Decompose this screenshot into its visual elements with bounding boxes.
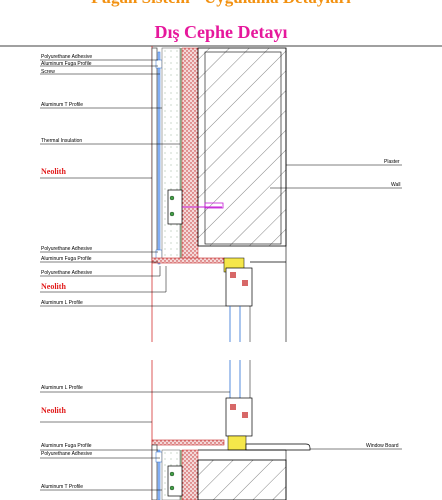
window-frame-bottom	[225, 397, 253, 437]
label-aluminum-fuga-profile: Aluminum Fuga Profile	[41, 443, 92, 449]
window-frame	[225, 267, 253, 307]
page-subtitle: Dış Cephe Detayı	[154, 22, 288, 42]
concrete-wall	[197, 47, 287, 247]
bracket	[167, 189, 183, 225]
aluminum-t-profile	[157, 51, 161, 265]
label-aluminum-l-profile: Aluminum L Profile	[41, 385, 83, 391]
label-neolith: Neolith	[41, 282, 66, 291]
neolith-soffit	[151, 257, 225, 264]
label-neolith: Neolith	[41, 406, 66, 415]
label-thermal-insulation: Thermal Insulation	[41, 138, 83, 144]
label-aluminum-l-profile: Aluminum L Profile	[41, 300, 83, 306]
leader-lines-right	[270, 164, 402, 189]
window-board	[245, 443, 311, 451]
label-plaster: Plaster	[384, 159, 400, 165]
label-aluminum-fuga-profile: Aluminum Fuga Profile	[41, 61, 92, 67]
label-neolith: Neolith	[41, 167, 66, 176]
label-wall: Wall	[391, 182, 401, 188]
label-window-board: Window Board	[366, 443, 399, 449]
neolith-sill	[151, 439, 225, 446]
masonry-layer	[181, 47, 199, 263]
label-pu-adhesive: Polyurethane Adhesive	[41, 270, 93, 276]
label-pu-adhesive: Polyurethane Adhesive	[41, 54, 93, 60]
leader-lines-bottom	[40, 391, 402, 491]
label-pu-adhesive: Polyurethane Adhesive	[41, 451, 93, 457]
aluminum-fuga-profile	[155, 59, 163, 69]
thermal-insulation	[161, 47, 181, 263]
label-aluminum-t-profile: Aluminum T Profile	[41, 484, 84, 490]
neolith-panel	[151, 47, 158, 261]
leader-lines-left	[40, 59, 226, 307]
label-screw: Screw	[41, 69, 55, 75]
page-title: Fugalı Sistem - Uygulama Detayları	[0, 0, 442, 8]
label-aluminum-fuga-profile: Aluminum Fuga Profile	[41, 256, 92, 262]
label-pu-adhesive: Polyurethane Adhesive	[41, 246, 93, 252]
label-aluminum-t-profile: Aluminum T Profile	[41, 102, 84, 108]
bottom-detail	[40, 360, 402, 500]
top-detail	[0, 45, 442, 342]
